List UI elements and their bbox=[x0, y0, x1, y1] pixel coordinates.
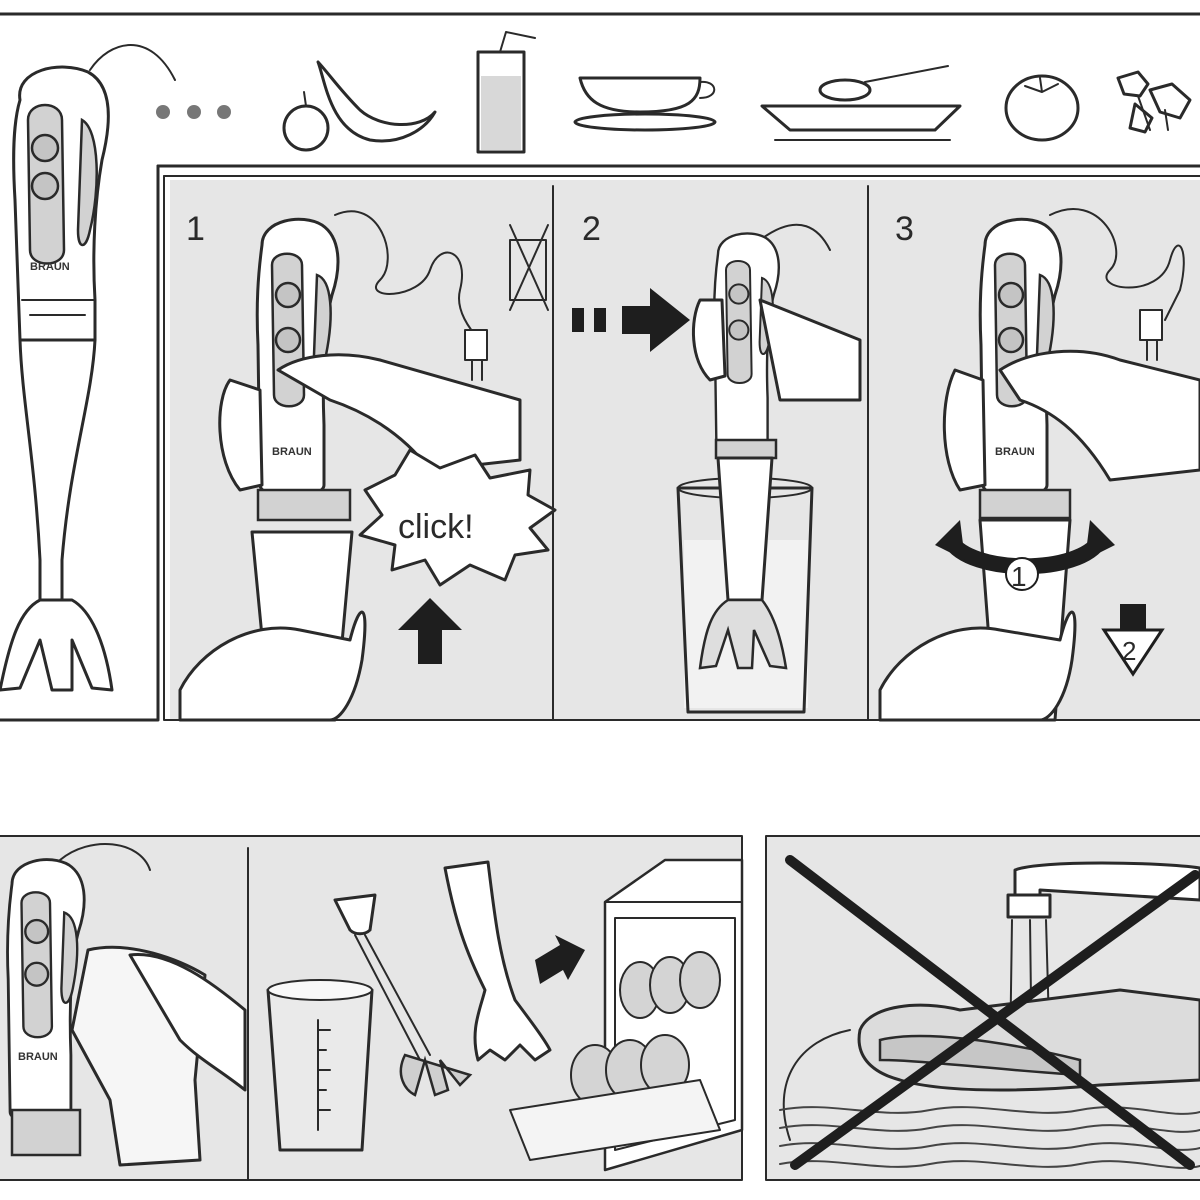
step-2-panel: 2 bbox=[572, 210, 862, 714]
svg-text:2: 2 bbox=[1122, 636, 1136, 666]
svg-text:click!: click! bbox=[398, 508, 474, 546]
to-dishwasher-arrow-icon bbox=[535, 935, 585, 984]
click-callout: click! bbox=[358, 448, 557, 587]
ellipsis-dots bbox=[156, 105, 231, 119]
dishwasher bbox=[509, 858, 744, 1172]
pull-down-arrow-icon: 2 bbox=[1101, 604, 1165, 677]
no-immersion-panel bbox=[765, 835, 1200, 1181]
no-socket-icon bbox=[509, 224, 549, 311]
step-number: 2 bbox=[582, 210, 601, 248]
drink-carton-icon bbox=[476, 31, 536, 154]
svg-text:BRAUN: BRAUN bbox=[995, 446, 1035, 458]
insert-arrow-icon bbox=[572, 288, 690, 352]
svg-text:1: 1 bbox=[1011, 561, 1027, 592]
step-1-panel: 1 BRAUN click! bbox=[178, 210, 557, 722]
prohibited-cross-icon bbox=[785, 855, 1200, 1170]
cleaning-panel: BRAUN bbox=[0, 835, 744, 1181]
brand-logo: BRAUN bbox=[30, 261, 70, 273]
plate-spoon-icon bbox=[760, 65, 962, 141]
step-3-panel: 3 BRAUN 1 2 bbox=[878, 208, 1200, 722]
tomato-icon bbox=[1004, 74, 1080, 142]
step-number: 1 bbox=[186, 210, 205, 248]
faucet-icon bbox=[1006, 861, 1200, 1081]
fruit-icon bbox=[282, 60, 437, 152]
rotate-arrow-icon: 1 bbox=[935, 520, 1115, 592]
svg-text:BRAUN: BRAUN bbox=[272, 446, 312, 458]
top-frame bbox=[0, 12, 1200, 722]
beaker bbox=[266, 979, 374, 1152]
herbs-icon bbox=[1116, 70, 1192, 134]
step-number: 3 bbox=[895, 210, 914, 248]
hand-blender-overview: BRAUN bbox=[0, 44, 176, 692]
svg-text:BRAUN: BRAUN bbox=[18, 1051, 58, 1063]
up-arrow-icon bbox=[398, 598, 462, 664]
gravy-boat-icon bbox=[573, 76, 717, 132]
